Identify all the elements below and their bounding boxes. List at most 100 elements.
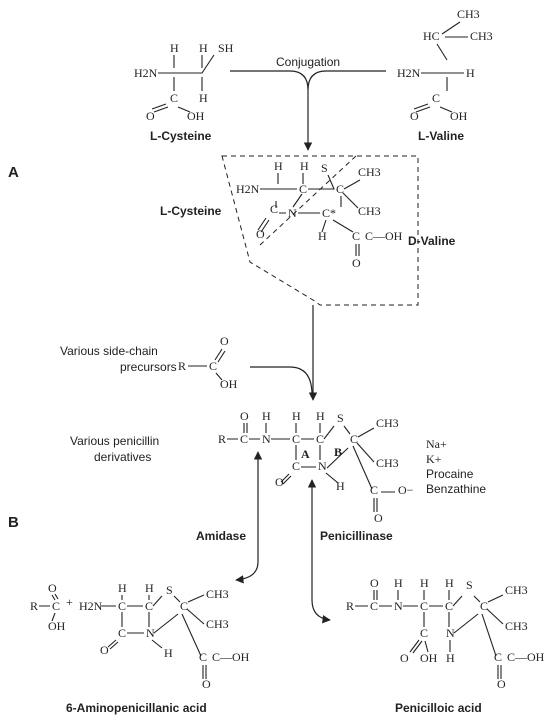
atom-c: C	[370, 599, 378, 613]
atom-h: H	[316, 409, 325, 423]
penicilloic-name: Penicilloic acid	[395, 701, 482, 715]
atom-n: N	[262, 432, 271, 446]
atom-oh: C—OH	[212, 650, 250, 664]
atom-r: R	[30, 599, 38, 613]
atom-h: H	[292, 409, 301, 423]
atom-ch3: CH3	[505, 583, 528, 597]
atom-h: H	[318, 229, 327, 243]
atom-c: C	[52, 599, 60, 613]
atom-ch3: CH3	[457, 7, 480, 21]
atom-ch3: CH3	[505, 619, 528, 633]
atom-h: H	[199, 91, 208, 105]
atom-c: C	[420, 626, 428, 640]
atom-o: O	[256, 227, 265, 241]
atom-h: H	[300, 159, 309, 173]
atom-o: O	[220, 334, 229, 348]
atom-hc: HC	[423, 29, 440, 43]
atom-c: C	[118, 626, 126, 640]
atom-o: O	[275, 475, 284, 489]
penicillinase-label: Penicillinase	[320, 529, 393, 543]
atom-c: C	[240, 432, 248, 446]
penicillin-label-line1: Various penicillin	[70, 434, 159, 448]
conjugation-step: Conjugation	[230, 55, 386, 151]
atom-c: C	[494, 650, 502, 664]
atom-sh: SH	[218, 41, 234, 55]
side-chain-arrow	[250, 366, 313, 396]
atom-c: C	[209, 359, 217, 373]
atom-h2n: H2N	[397, 66, 421, 80]
atom-c: C	[480, 599, 488, 613]
atom-h: H	[466, 66, 475, 80]
atom-n: N	[446, 626, 455, 640]
atom-h: H	[199, 41, 208, 55]
atom-h: H	[336, 479, 345, 493]
conjugation-label: Conjugation	[276, 55, 340, 69]
penicillin-label-line2: derivatives	[94, 450, 151, 464]
atom-h: H	[164, 646, 173, 660]
atom-h: H	[145, 581, 154, 595]
atom-ch3: CH3	[376, 416, 399, 430]
atom-o: O	[352, 256, 361, 270]
salt-item: Na+	[426, 437, 447, 451]
atom-o: O	[497, 677, 506, 691]
atom-h: H	[420, 576, 429, 590]
salt-item: Procaine	[426, 467, 474, 481]
atom-c: C	[270, 202, 278, 216]
penicillin-core-structure: Various penicillin derivatives O H H H S…	[70, 409, 486, 525]
atom-o: O	[48, 581, 57, 595]
atom-h: H	[445, 576, 454, 590]
atom-n: N	[318, 459, 327, 473]
atom-c: C	[199, 650, 207, 664]
atom-h2n: H2N	[236, 182, 260, 196]
side-chain-precursors: Various side-chain precursors R C O OH	[60, 334, 313, 396]
atom-o: O	[370, 576, 379, 590]
atom-c: C	[420, 599, 428, 613]
atom-c: C	[350, 432, 358, 446]
cysteinyl-valine-intermediate: L-Cysteine D-Valine H H S CH3 H2N C C C …	[160, 155, 456, 306]
atom-h: H	[118, 581, 127, 595]
ring-b-label: B	[334, 445, 342, 459]
intermediate-cysteine-label: L-Cysteine	[160, 204, 222, 218]
ring-a-label: A	[301, 447, 310, 461]
atom-cstar: C*	[322, 206, 336, 220]
atom-n: N	[394, 599, 403, 613]
amidase-label: Amidase	[196, 529, 246, 543]
section-a-label: A	[8, 164, 19, 181]
atom-oh: OH	[220, 377, 238, 391]
atom-n: N	[288, 206, 297, 220]
atom-c: C	[316, 432, 324, 446]
atom-o: O	[400, 651, 409, 665]
atom-ch3: CH3	[358, 165, 381, 179]
atom-r: R	[346, 599, 354, 613]
l-cysteine-structure: H H SH H2N C H O OH L-Cysteine	[134, 41, 234, 143]
atom-h: H	[170, 41, 179, 55]
atom-oh: OH	[420, 651, 438, 665]
side-chain-label-line1: Various side-chain	[60, 344, 158, 358]
atom-o-minus: O−	[398, 483, 414, 497]
atom-o: O	[202, 677, 211, 691]
atom-c: C	[170, 91, 178, 105]
atom-o: O	[374, 511, 383, 525]
atom-o: O	[240, 409, 249, 423]
penicilloic-acid-structure: O H H H S CH3 R C N C C C CH3 C N O OH H…	[346, 576, 545, 715]
6-aminopenicillanic-acid-structure: O H H S CH3 R C + H2N C C C OH CH3 C N O…	[30, 581, 250, 715]
atom-c: C	[118, 599, 126, 613]
atom-o: O	[410, 109, 419, 123]
atom-r: R	[218, 432, 226, 446]
atom-n: N	[146, 626, 155, 640]
atom-oh: C—OH	[365, 229, 403, 243]
amidase-arrow	[235, 451, 263, 584]
atom-ch3: CH3	[358, 204, 381, 218]
atom-h: H	[394, 576, 403, 590]
atom-h: H	[262, 409, 271, 423]
atom-c: C	[432, 91, 440, 105]
atom-oh: OH	[48, 619, 66, 633]
atom-oh: C—OH	[507, 650, 545, 664]
salt-item: K+	[426, 452, 442, 466]
atom-s: S	[466, 578, 473, 592]
atom-r: R	[178, 359, 186, 373]
atom-oh: OH	[450, 109, 468, 123]
atom-c: C	[445, 599, 453, 613]
atom-h: H	[446, 651, 455, 665]
